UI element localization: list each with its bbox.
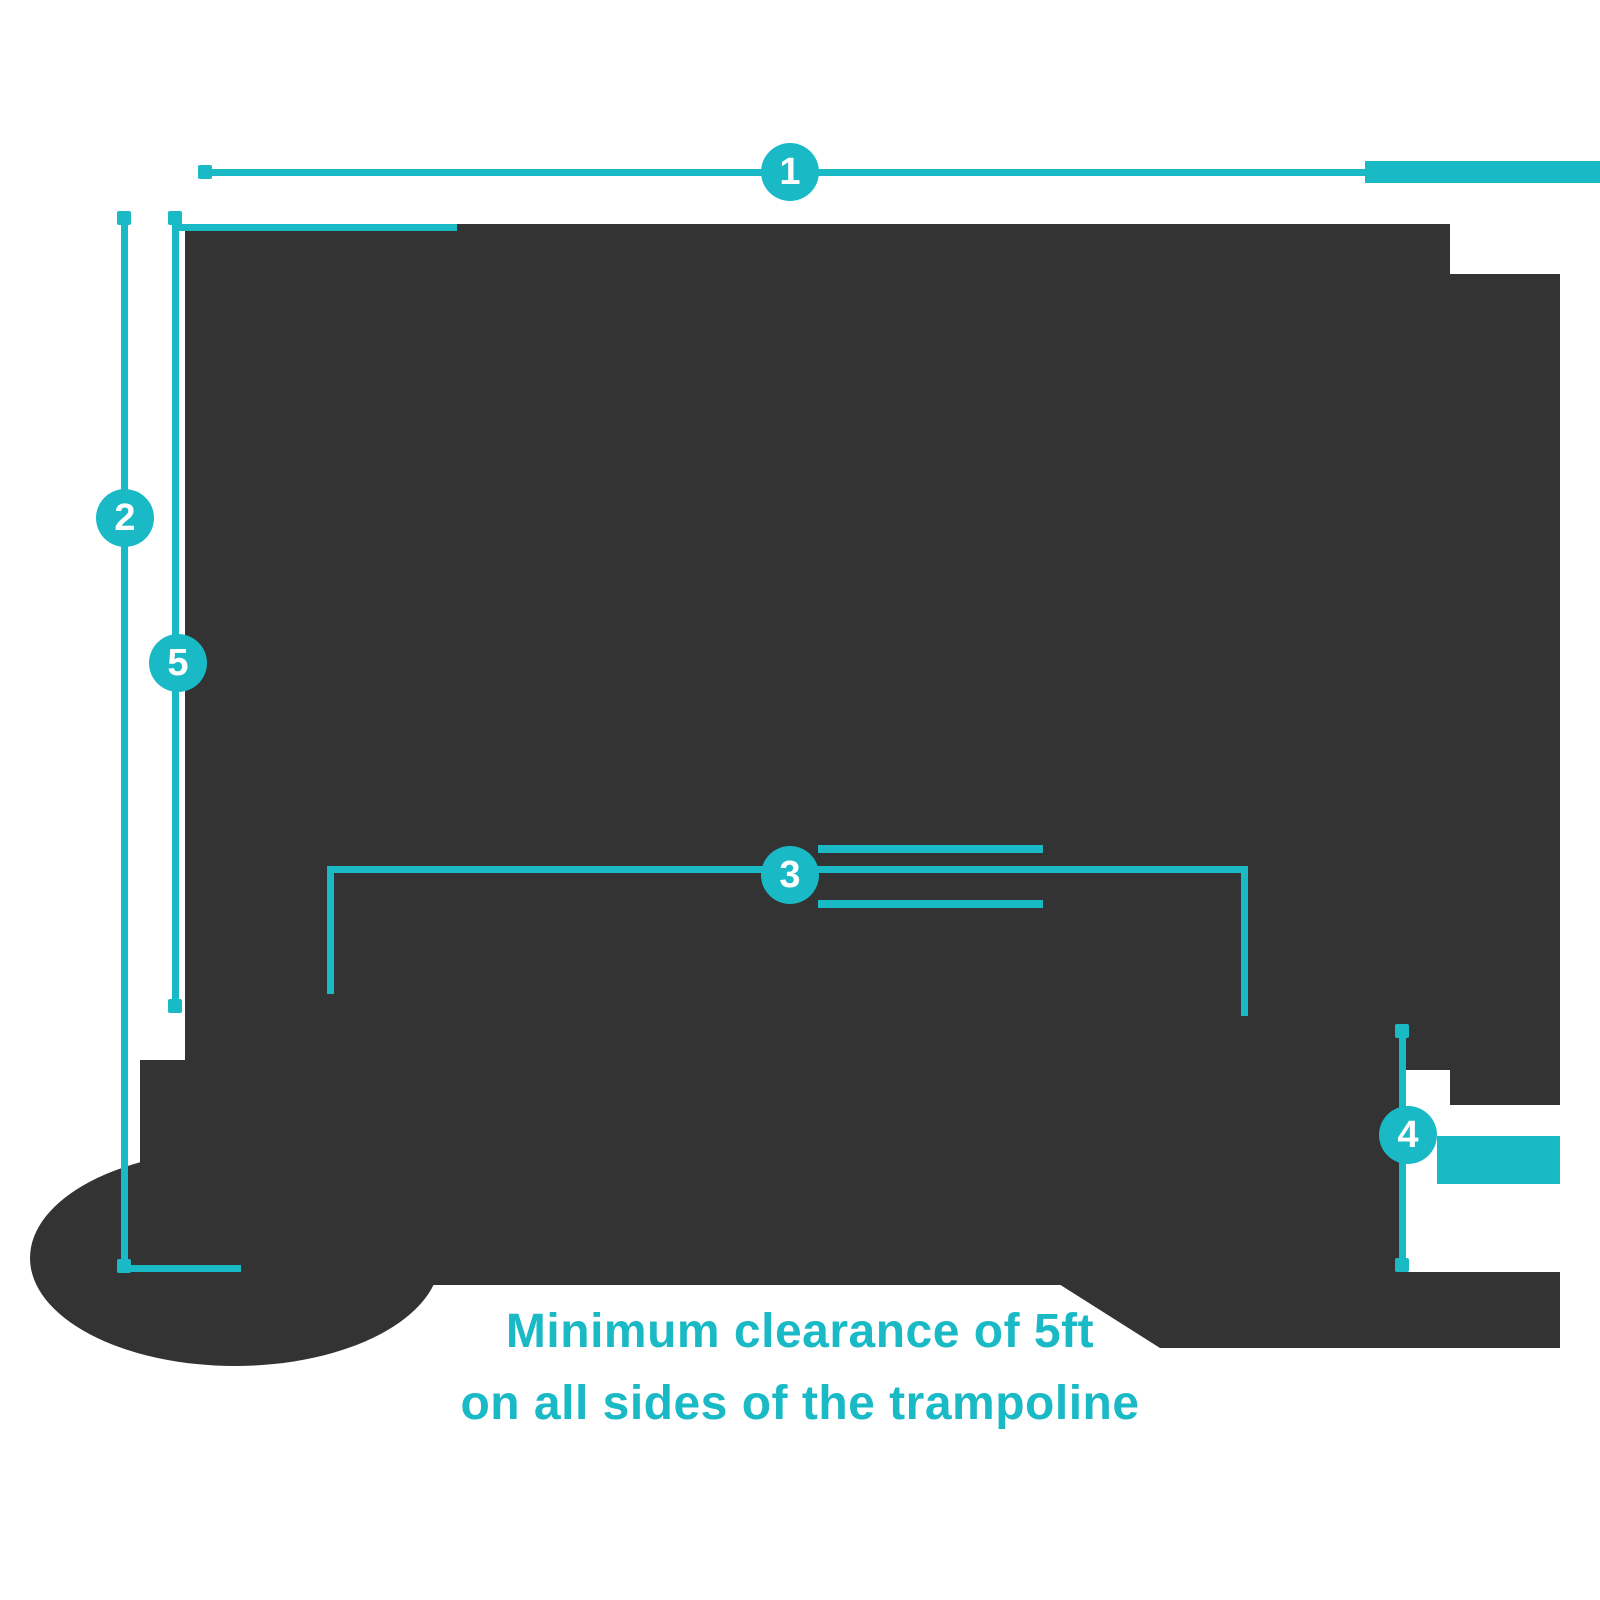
dimension-tick xyxy=(175,224,457,231)
dimension-tick xyxy=(1241,866,1248,1016)
dimension-tick xyxy=(327,866,334,994)
dimension-line xyxy=(205,169,1600,176)
dimension-endpoint xyxy=(168,999,182,1013)
callout-3-badge: 3 xyxy=(761,846,819,904)
callout-5-badge: 5 xyxy=(149,634,207,692)
caption-line-1: Minimum clearance of 5ft xyxy=(505,1305,1095,1358)
dimension-tick xyxy=(121,1265,241,1272)
dimension-line xyxy=(121,215,128,1272)
dimension-endpoint xyxy=(117,211,131,225)
dimension-endpoint xyxy=(1395,1258,1409,1272)
dimension-line-upper-segment xyxy=(818,845,1043,853)
callout-1-badge: 1 xyxy=(761,143,819,201)
dimension-endpoint xyxy=(198,165,212,179)
dimension-line xyxy=(172,215,179,1012)
dimension-line-thick-segment xyxy=(1437,1136,1560,1184)
callout-4-badge: 4 xyxy=(1379,1106,1437,1164)
dimension-endpoint xyxy=(168,211,182,225)
clearance-caption: Minimum clearance of 5ft on all sides of… xyxy=(300,1296,1300,1440)
dimension-line-lower-segment xyxy=(818,900,1043,908)
callout-2-badge: 2 xyxy=(96,489,154,547)
dimension-endpoint xyxy=(1395,1024,1409,1038)
dimension-line-thick-segment xyxy=(1365,161,1600,183)
caption-line-2: on all sides of the trampoline xyxy=(460,1377,1140,1430)
